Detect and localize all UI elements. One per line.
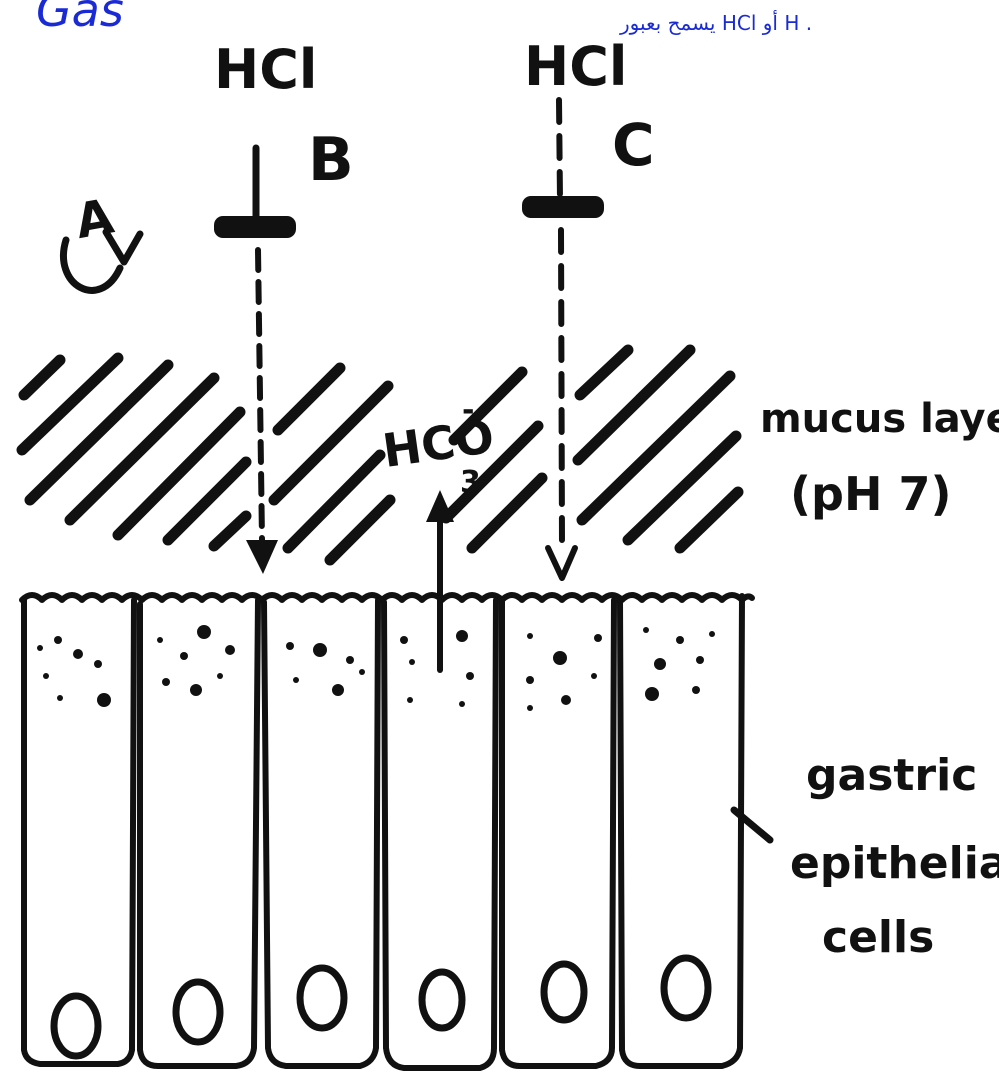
bicarbonate-arrow [426, 490, 454, 670]
epithelial-cells [24, 596, 742, 1068]
annotation-top-left: Gas [36, 0, 124, 37]
epithelial-label: epithelial [790, 838, 999, 889]
label-c: C [612, 111, 655, 179]
rotation-a-icon: A [63, 188, 140, 290]
mucus-layer-hatching [22, 350, 738, 560]
annotation-top-right: يسمح بعبور HCl أو H . [619, 10, 812, 35]
mucus-ph-label: (pH 7) [790, 467, 952, 521]
barrier-b [214, 148, 296, 574]
epithelial-cell [620, 596, 742, 1066]
mucus-layer-label: mucus layer [760, 396, 999, 442]
svg-text:-: - [462, 393, 474, 428]
hcl-label-left: HCl [214, 38, 317, 101]
epithelial-cell [140, 600, 258, 1066]
cells-label: cells [822, 912, 934, 963]
svg-text:3: 3 [460, 465, 481, 500]
label-b: B [308, 125, 354, 195]
gastric-label: gastric [806, 750, 977, 801]
epithelial-cell [502, 600, 614, 1066]
hcl-label-right: HCl [524, 35, 627, 98]
